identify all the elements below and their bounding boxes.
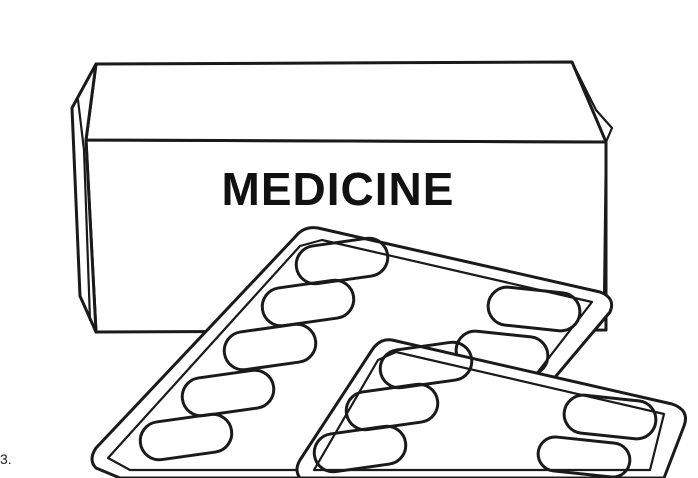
blister-pills-front <box>312 340 658 478</box>
stray-mark: 3. <box>0 451 12 467</box>
pill-pocket <box>180 368 276 418</box>
box-label: MEDICINE <box>222 163 455 215</box>
blister-pills-back <box>138 236 582 462</box>
pill-pocket <box>562 393 658 441</box>
box-right-edge <box>570 60 614 144</box>
pill-pocket <box>312 424 408 474</box>
box-top-face <box>84 60 608 144</box>
pill-pocket <box>260 278 356 328</box>
pill-pocket <box>536 435 632 478</box>
pill-pocket <box>294 236 390 286</box>
blister-pack-front-sheet <box>295 338 687 478</box>
pill-pocket <box>378 340 474 390</box>
blister-pack-front <box>295 338 687 478</box>
pill-pocket <box>486 285 582 333</box>
box-left-flap <box>70 62 98 334</box>
pill-pocket <box>222 322 318 372</box>
pill-pocket <box>138 412 234 462</box>
pill-pocket <box>344 382 440 432</box>
